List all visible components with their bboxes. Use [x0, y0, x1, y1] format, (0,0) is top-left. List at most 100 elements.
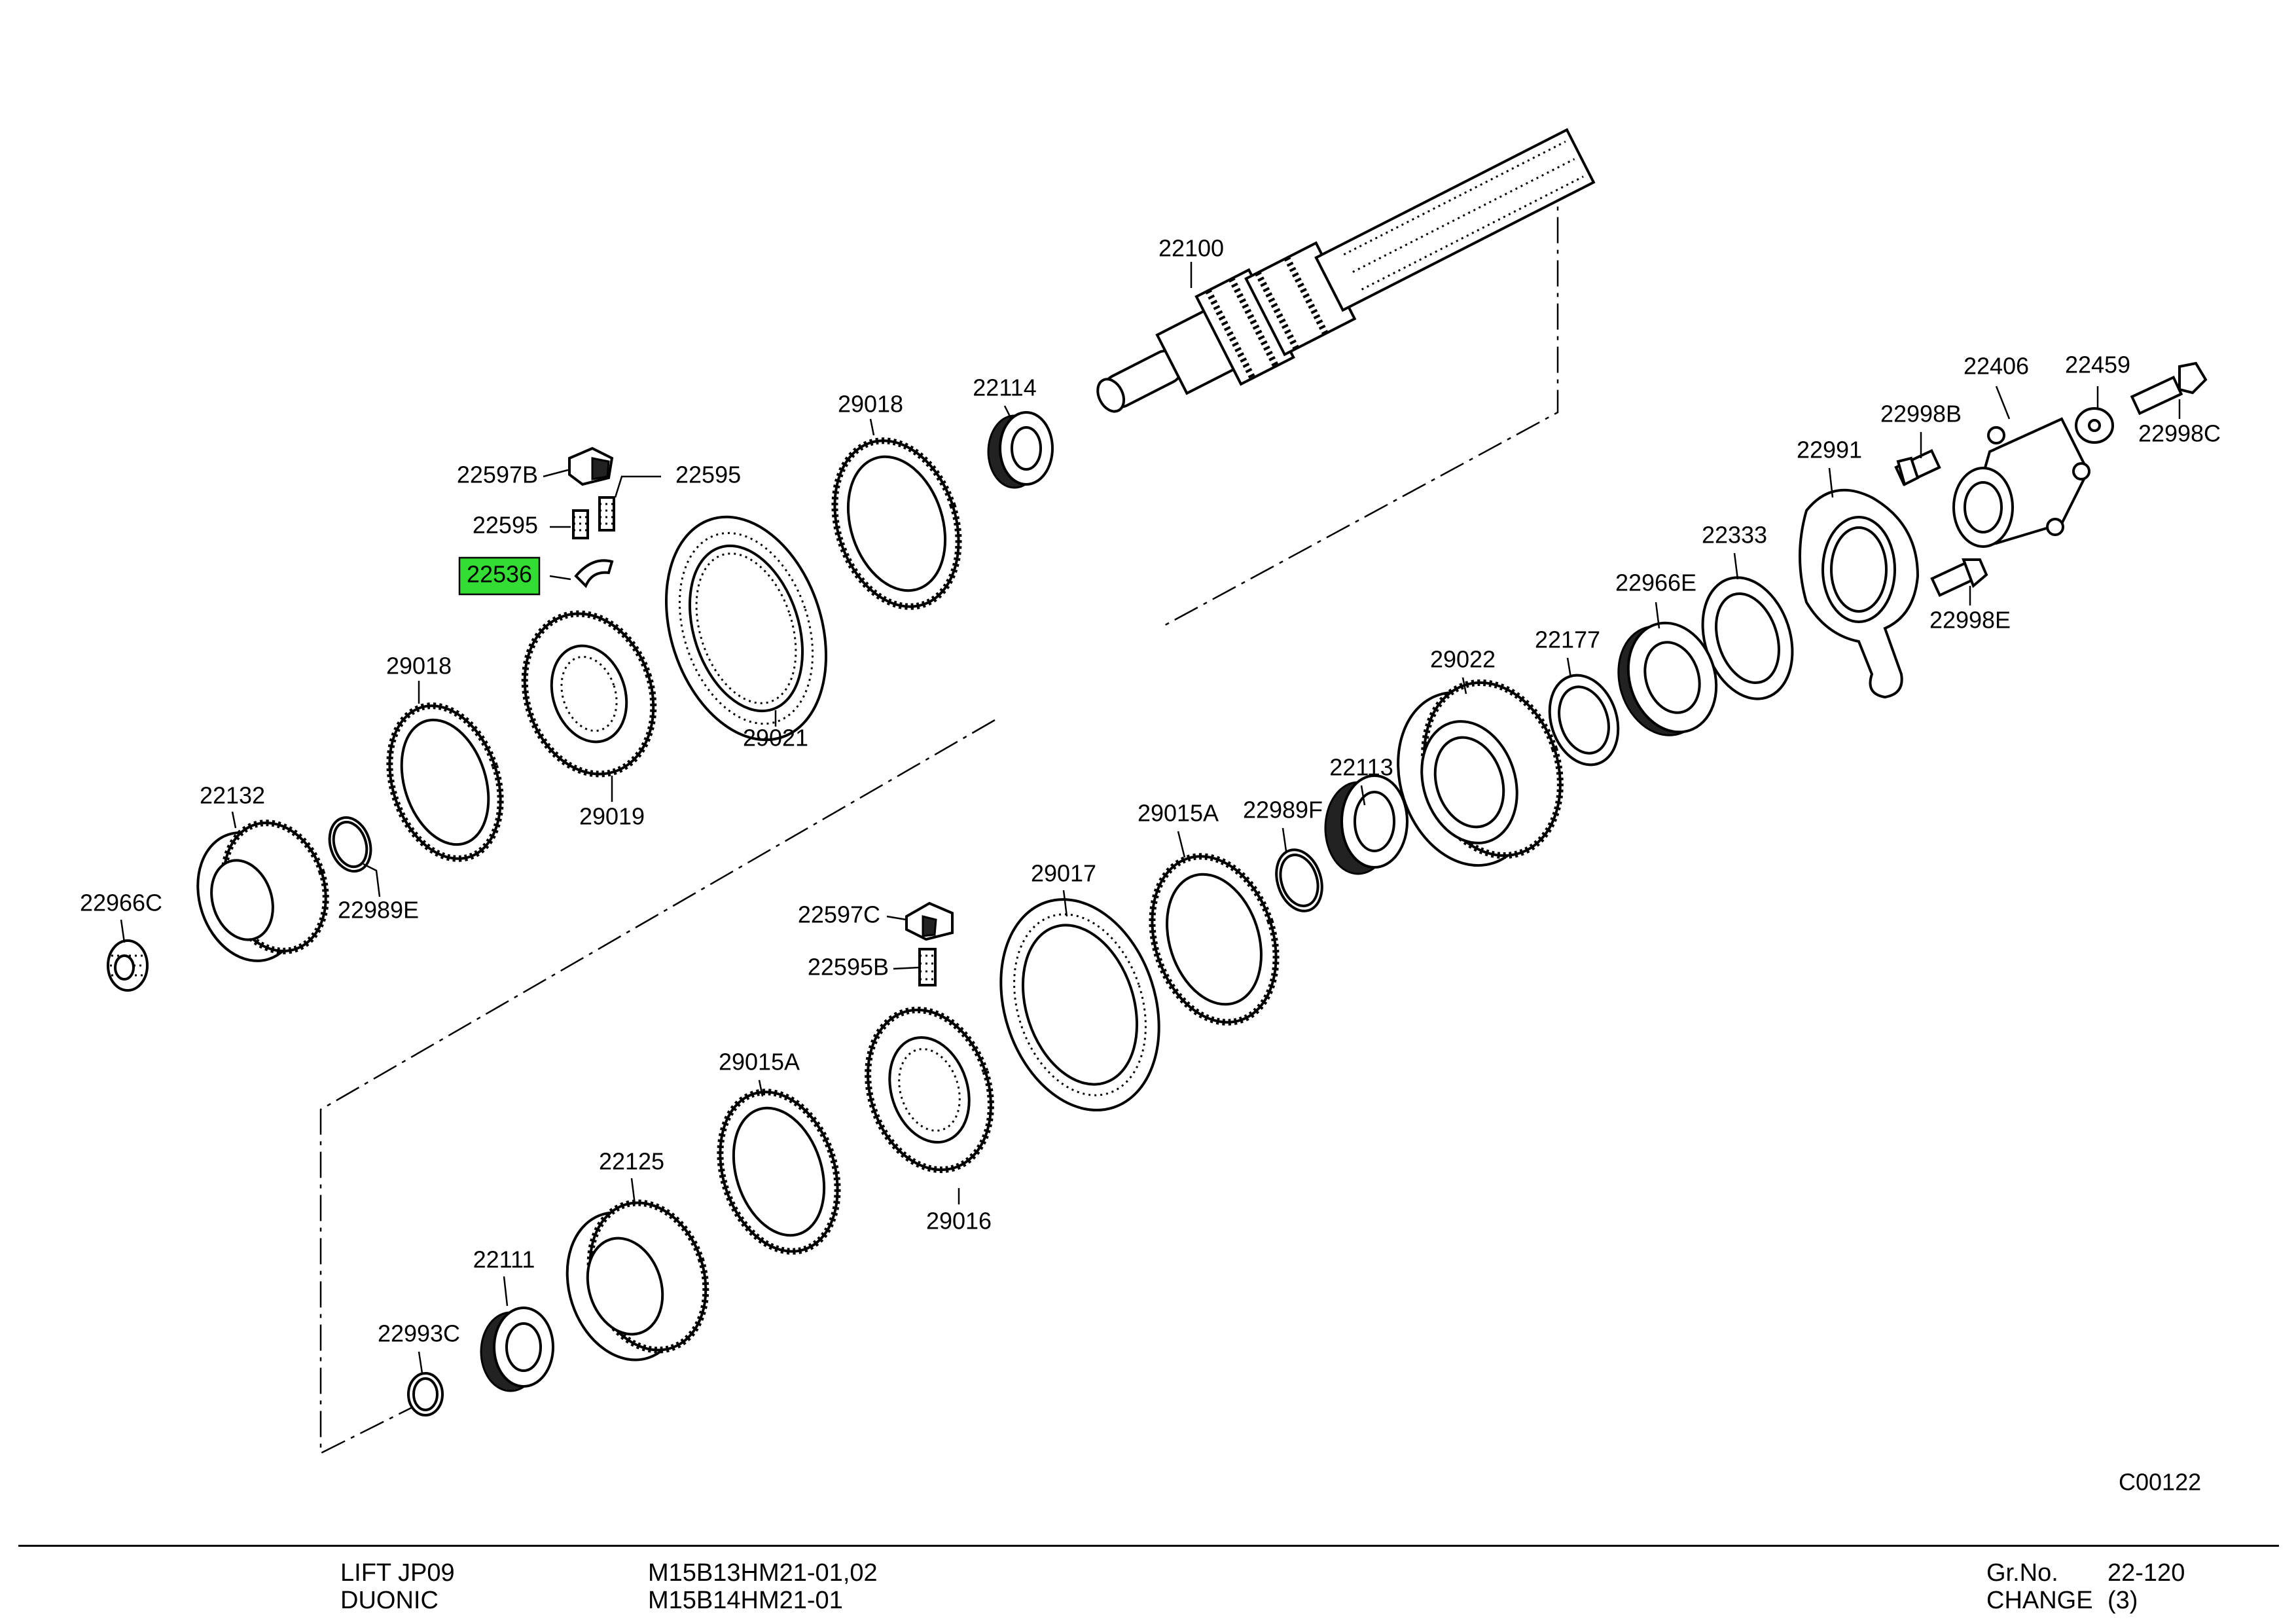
shifting-key-22597c[interactable] [905, 901, 954, 941]
footer-code-line1: M15B13HM21-01,02 [648, 1559, 878, 1587]
callout-22111[interactable]: 22111 [473, 1246, 535, 1273]
leader-22536 [549, 575, 571, 581]
main-shaft-22100[interactable] [1078, 113, 1602, 444]
hub-sleeve-29017[interactable] [975, 879, 1185, 1131]
bearing-22966c[interactable] [107, 939, 149, 992]
callout-22595-upper[interactable]: 22595 [675, 461, 741, 488]
footer-divider [18, 1545, 2279, 1547]
leader-22966c [120, 919, 126, 943]
bolt-22998b[interactable] [1894, 448, 1941, 486]
leader-22333 [1733, 552, 1739, 580]
gear-22125[interactable] [549, 1187, 725, 1375]
leader-22595bb [893, 966, 920, 970]
leader-22597b [543, 469, 569, 478]
callout-22993c[interactable]: 22993C [378, 1320, 460, 1347]
callout-22177[interactable]: 22177 [1535, 626, 1600, 653]
callout-22998e[interactable]: 22998E [1929, 607, 2011, 634]
leader-22966e [1655, 602, 1660, 629]
callout-22536-highlighted[interactable]: 22536 [458, 556, 541, 596]
spring-22595b[interactable] [918, 948, 937, 986]
snap-ring-22989e[interactable] [323, 812, 377, 876]
leader-22132 [231, 811, 237, 829]
leader-29022 [1462, 677, 1467, 695]
leader-22993c [418, 1351, 423, 1374]
leader-22595a [614, 475, 661, 498]
needle-bearing-22114[interactable] [987, 411, 1054, 489]
snap-ring-22989f[interactable] [1269, 844, 1329, 917]
callout-22597b[interactable]: 22597B [457, 461, 538, 488]
callout-22998c[interactable]: 22998C [2138, 420, 2221, 447]
hub-sleeve-29021[interactable] [639, 496, 853, 761]
footer-change-label: CHANGE [1986, 1587, 2093, 1614]
leader-29017 [1062, 890, 1068, 917]
callout-22989e[interactable]: 22989E [338, 897, 419, 924]
callout-22100[interactable]: 22100 [1158, 235, 1224, 262]
bolt-22998c[interactable] [2130, 361, 2208, 416]
callout-22536[interactable]: 22536 [467, 561, 532, 588]
callout-22991[interactable]: 22991 [1797, 437, 1862, 463]
callout-22998b[interactable]: 22998B [1880, 401, 1962, 427]
footer-model-line1: LIFT JP09 [340, 1559, 455, 1587]
gear-22132[interactable] [182, 810, 342, 975]
leader-22177 [1566, 657, 1572, 678]
callout-29016[interactable]: 29016 [926, 1208, 992, 1235]
callout-29018-lower[interactable]: 29018 [386, 653, 452, 679]
needle-bearing-22111[interactable] [480, 1307, 554, 1392]
spring-22595-a[interactable] [598, 496, 615, 532]
callout-22595b[interactable]: 22595B [808, 954, 889, 981]
callout-22595-lower[interactable]: 22595 [473, 512, 538, 539]
leader-29018a [869, 418, 875, 436]
leader-29015a-1 [1177, 831, 1186, 858]
callout-22966e[interactable]: 22966E [1615, 569, 1696, 596]
callout-22966c[interactable]: 22966C [80, 890, 162, 916]
plate-22991[interactable] [1799, 488, 1920, 699]
leader-22111 [503, 1276, 509, 1307]
clutch-hub-29019[interactable] [505, 597, 673, 791]
footer-grno-value: 22-120 [2108, 1559, 2185, 1587]
synchronizer-ring-29018-upper[interactable] [814, 425, 979, 623]
leader-22597c [886, 915, 907, 921]
callout-22132[interactable]: 22132 [200, 782, 265, 809]
leader-22113 [1360, 785, 1366, 806]
shim-22333[interactable] [1688, 566, 1807, 711]
thrust-washer-22177[interactable] [1539, 666, 1629, 774]
leader-22991 [1828, 467, 1834, 498]
bolt-22998e[interactable] [1930, 558, 1988, 598]
callout-22989f[interactable]: 22989F [1243, 797, 1323, 823]
callout-22125[interactable]: 22125 [599, 1148, 664, 1175]
footer-change-value: (3) [2108, 1587, 2138, 1614]
clutch-hub-29016[interactable] [848, 994, 1011, 1185]
callout-22114[interactable]: 22114 [973, 374, 1036, 401]
washer-22459[interactable] [2075, 407, 2114, 444]
shifting-key-22597b[interactable] [568, 446, 614, 486]
synchronizer-ring-29015a-left[interactable] [701, 1077, 857, 1267]
callout-22333[interactable]: 22333 [1702, 522, 1767, 549]
leader-22989e [363, 863, 381, 897]
flange-22406[interactable] [1952, 417, 2090, 548]
callout-22113[interactable]: 22113 [1329, 754, 1393, 781]
callout-22459[interactable]: 22459 [2065, 352, 2130, 378]
callout-22597c[interactable]: 22597C [798, 901, 880, 928]
callout-29015a-upper[interactable]: 29015A [1138, 800, 1219, 827]
assembly-boundary-lower [319, 719, 996, 1455]
washer-22993c[interactable] [407, 1372, 444, 1416]
leader-22114 [1003, 405, 1013, 420]
spring-22595-b[interactable] [572, 509, 589, 539]
needle-bearing-22113[interactable] [1324, 774, 1408, 875]
callout-29015a-lower[interactable]: 29015A [719, 1049, 800, 1075]
leader-29015a-2 [758, 1079, 764, 1097]
leader-22406 [1995, 386, 2011, 420]
callout-29017[interactable]: 29017 [1031, 860, 1096, 887]
callout-29018-upper[interactable]: 29018 [838, 391, 903, 418]
spring-22536[interactable] [574, 559, 614, 588]
callout-22406[interactable]: 22406 [1964, 353, 2029, 380]
callout-29021[interactable]: 29021 [743, 725, 808, 751]
synchronizer-ring-29015a-right[interactable] [1132, 840, 1297, 1039]
diagram-code: C00122 [2119, 1469, 2201, 1496]
bearing-22966e[interactable] [1605, 611, 1730, 747]
callout-29022[interactable]: 29022 [1430, 646, 1496, 673]
gear-29022[interactable] [1376, 665, 1582, 884]
callout-29019[interactable]: 29019 [579, 803, 645, 830]
synchronizer-ring-29018-lower[interactable] [371, 691, 519, 873]
